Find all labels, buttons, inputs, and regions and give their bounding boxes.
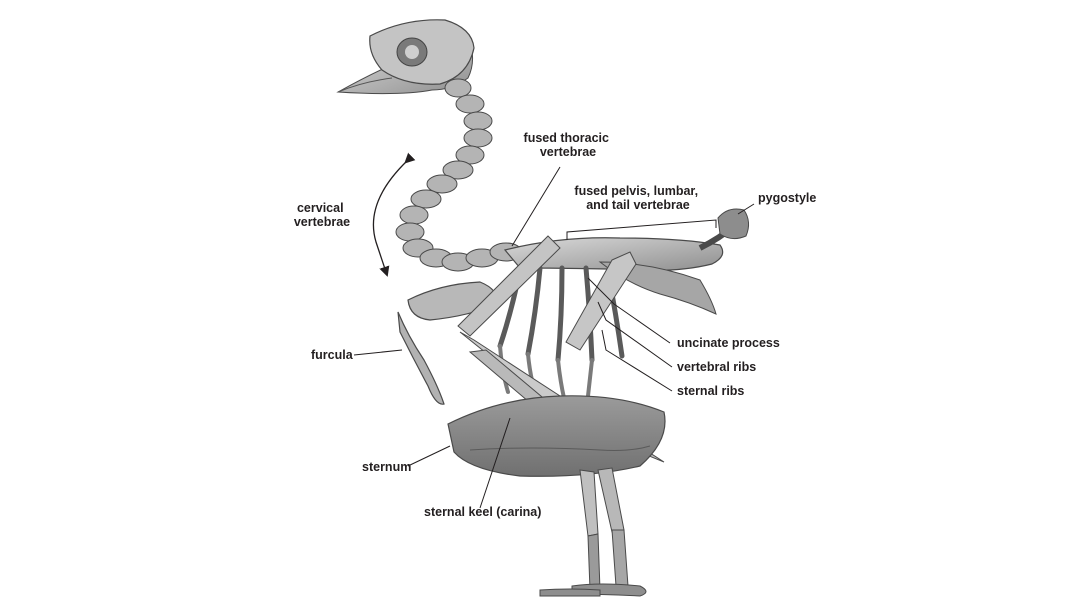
label-pygostyle: pygostyle	[758, 191, 816, 205]
label-sternum: sternum	[362, 460, 411, 474]
label-sternal-ribs: sternal ribs	[677, 384, 744, 398]
cervical-vertebrae	[395, 78, 523, 272]
furcula-bone	[397, 311, 445, 405]
label-furcula: furcula	[311, 348, 354, 362]
label-vertebral-ribs: vertebral ribs	[677, 360, 756, 374]
leader-lines	[353, 166, 755, 509]
legs	[539, 467, 647, 597]
label-uncinate-process: uncinate process	[677, 336, 780, 350]
figure-panel	[281, 0, 811, 614]
label-fused-pelvis-lumbar-tail: fused pelvis, lumbar, and tail vertebrae	[574, 184, 701, 212]
sternum-bone	[447, 395, 666, 477]
skull	[336, 19, 475, 95]
label-cervical-vertebrae: cervical vertebrae	[294, 201, 350, 229]
cervical-range-arrow	[372, 152, 416, 277]
label-fused-thoracic-vertebrae: fused thoracic vertebrae	[524, 131, 613, 159]
label-sternal-keel: sternal keel (carina)	[424, 505, 541, 519]
pygostyle-bone	[717, 208, 750, 240]
